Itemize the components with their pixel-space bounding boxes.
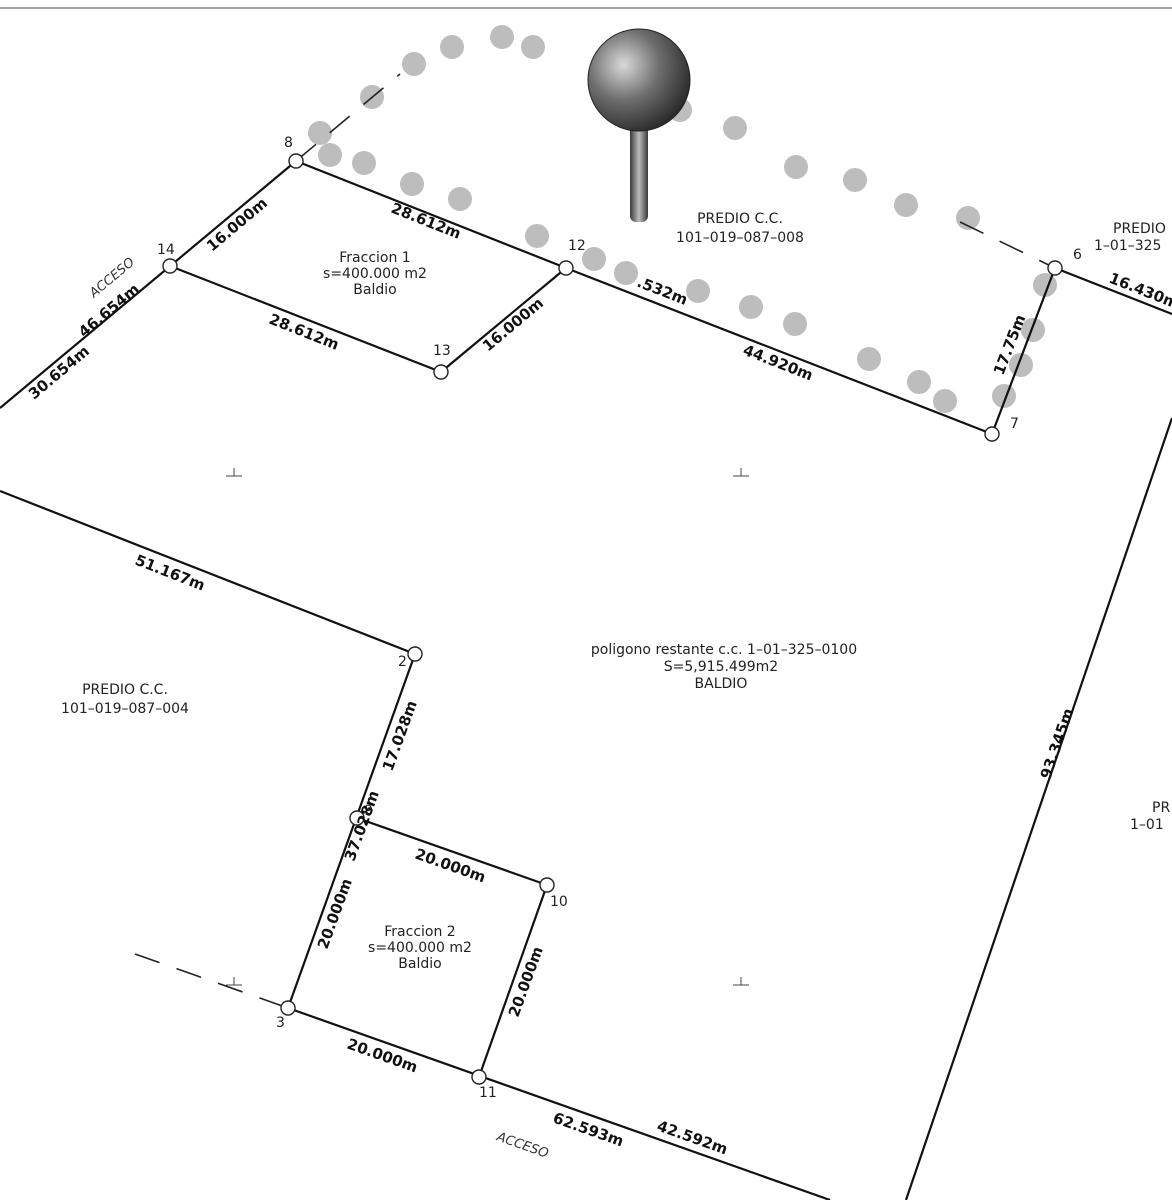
measure-10-11: 20.000m [505,944,547,1019]
vertex-label-3: 3 [276,1015,285,1031]
vertex-label-12: 12 [568,238,586,254]
fraccion-2-use: Baldio [398,956,441,972]
dashed-boundary-bottom-left [134,953,289,1009]
parcel-lines [0,159,1172,1200]
vertex-label-14: 14 [157,242,175,258]
parcel-fraccion-2[interactable]: Fraccion 2 s=400.000 m2 Baldio [368,924,472,972]
predio-right-mid-name: PR [1152,800,1170,816]
vertex-label-2: 2 [398,654,407,670]
parcel-remaining[interactable]: poligono restante c.c. 1–01–325–0100 S=5… [591,642,857,692]
parcel-predio-right-mid[interactable]: PR 1–01 [1130,800,1170,833]
predio-right-mid-code: 1–01 [1130,817,1164,833]
predio-left-code: 101–019–087–004 [61,701,189,717]
measure-12-6: .532m [635,273,691,309]
predio-top-name: PREDIO C.C. [697,211,783,227]
vertex-markers [162,153,1063,1085]
measure-13-12: 16.000m [479,294,547,355]
fraccion-2-name: Fraccion 2 [384,924,455,940]
dashed-boundary-top-right [959,221,1056,269]
vertex-label-10: 10 [550,894,568,910]
predio-left-name: PREDIO C.C. [82,682,168,698]
vertex-label-9: 9 [364,803,373,819]
predio-right-top-code: 1–01–325 [1094,238,1161,254]
vertex-label-13: 13 [433,343,451,359]
measure-right: 93.345m [1037,706,1078,781]
fraccion-1-area: s=400.000 m2 [323,266,427,282]
vertex-label-8: 8 [284,135,293,151]
parcel-fraccion-1[interactable]: Fraccion 1 s=400.000 m2 Baldio [323,250,427,298]
measure-left-lower: 30.654m [25,342,93,403]
measure-6-right: 16.430m [1107,269,1172,313]
fraccion-1-name: Fraccion 1 [339,250,410,266]
predio-right-top-name: PREDIO [1113,221,1166,237]
remaining-area: S=5,915.499m2 [664,659,778,675]
vertex-label-11: 11 [479,1085,497,1101]
parcel-predio-left[interactable]: PREDIO C.C. 101–019–087–004 [61,682,189,717]
reference-crosses [226,468,749,986]
fraccion-1-use: Baldio [353,282,396,298]
fraccion-2-area: s=400.000 m2 [368,940,472,956]
parcel-predio-right-top[interactable]: PREDIO 1–01–325 [1094,221,1166,254]
predio-top-code: 101–019–087–008 [676,230,804,246]
remaining-name: poligono restante c.c. 1–01–325–0100 [591,642,857,658]
vertex-label-6: 6 [1073,247,1082,263]
measure-9-3: 20.000m [314,876,356,951]
location-pin-icon[interactable] [587,28,691,222]
measure-14-13: 28.612m [267,310,342,354]
dashed-boundary-top-left [295,73,401,162]
measure-12-7: 44.920m [741,341,816,384]
measure-8-14: 16.000m [203,194,271,255]
remaining-use: BALDIO [695,676,748,692]
access-label-bottom: ACCESO [494,1129,551,1161]
vertex-label-7: 7 [1010,416,1019,432]
parcel-predio-top[interactable]: PREDIO C.C. 101–019–087–008 [676,211,804,246]
